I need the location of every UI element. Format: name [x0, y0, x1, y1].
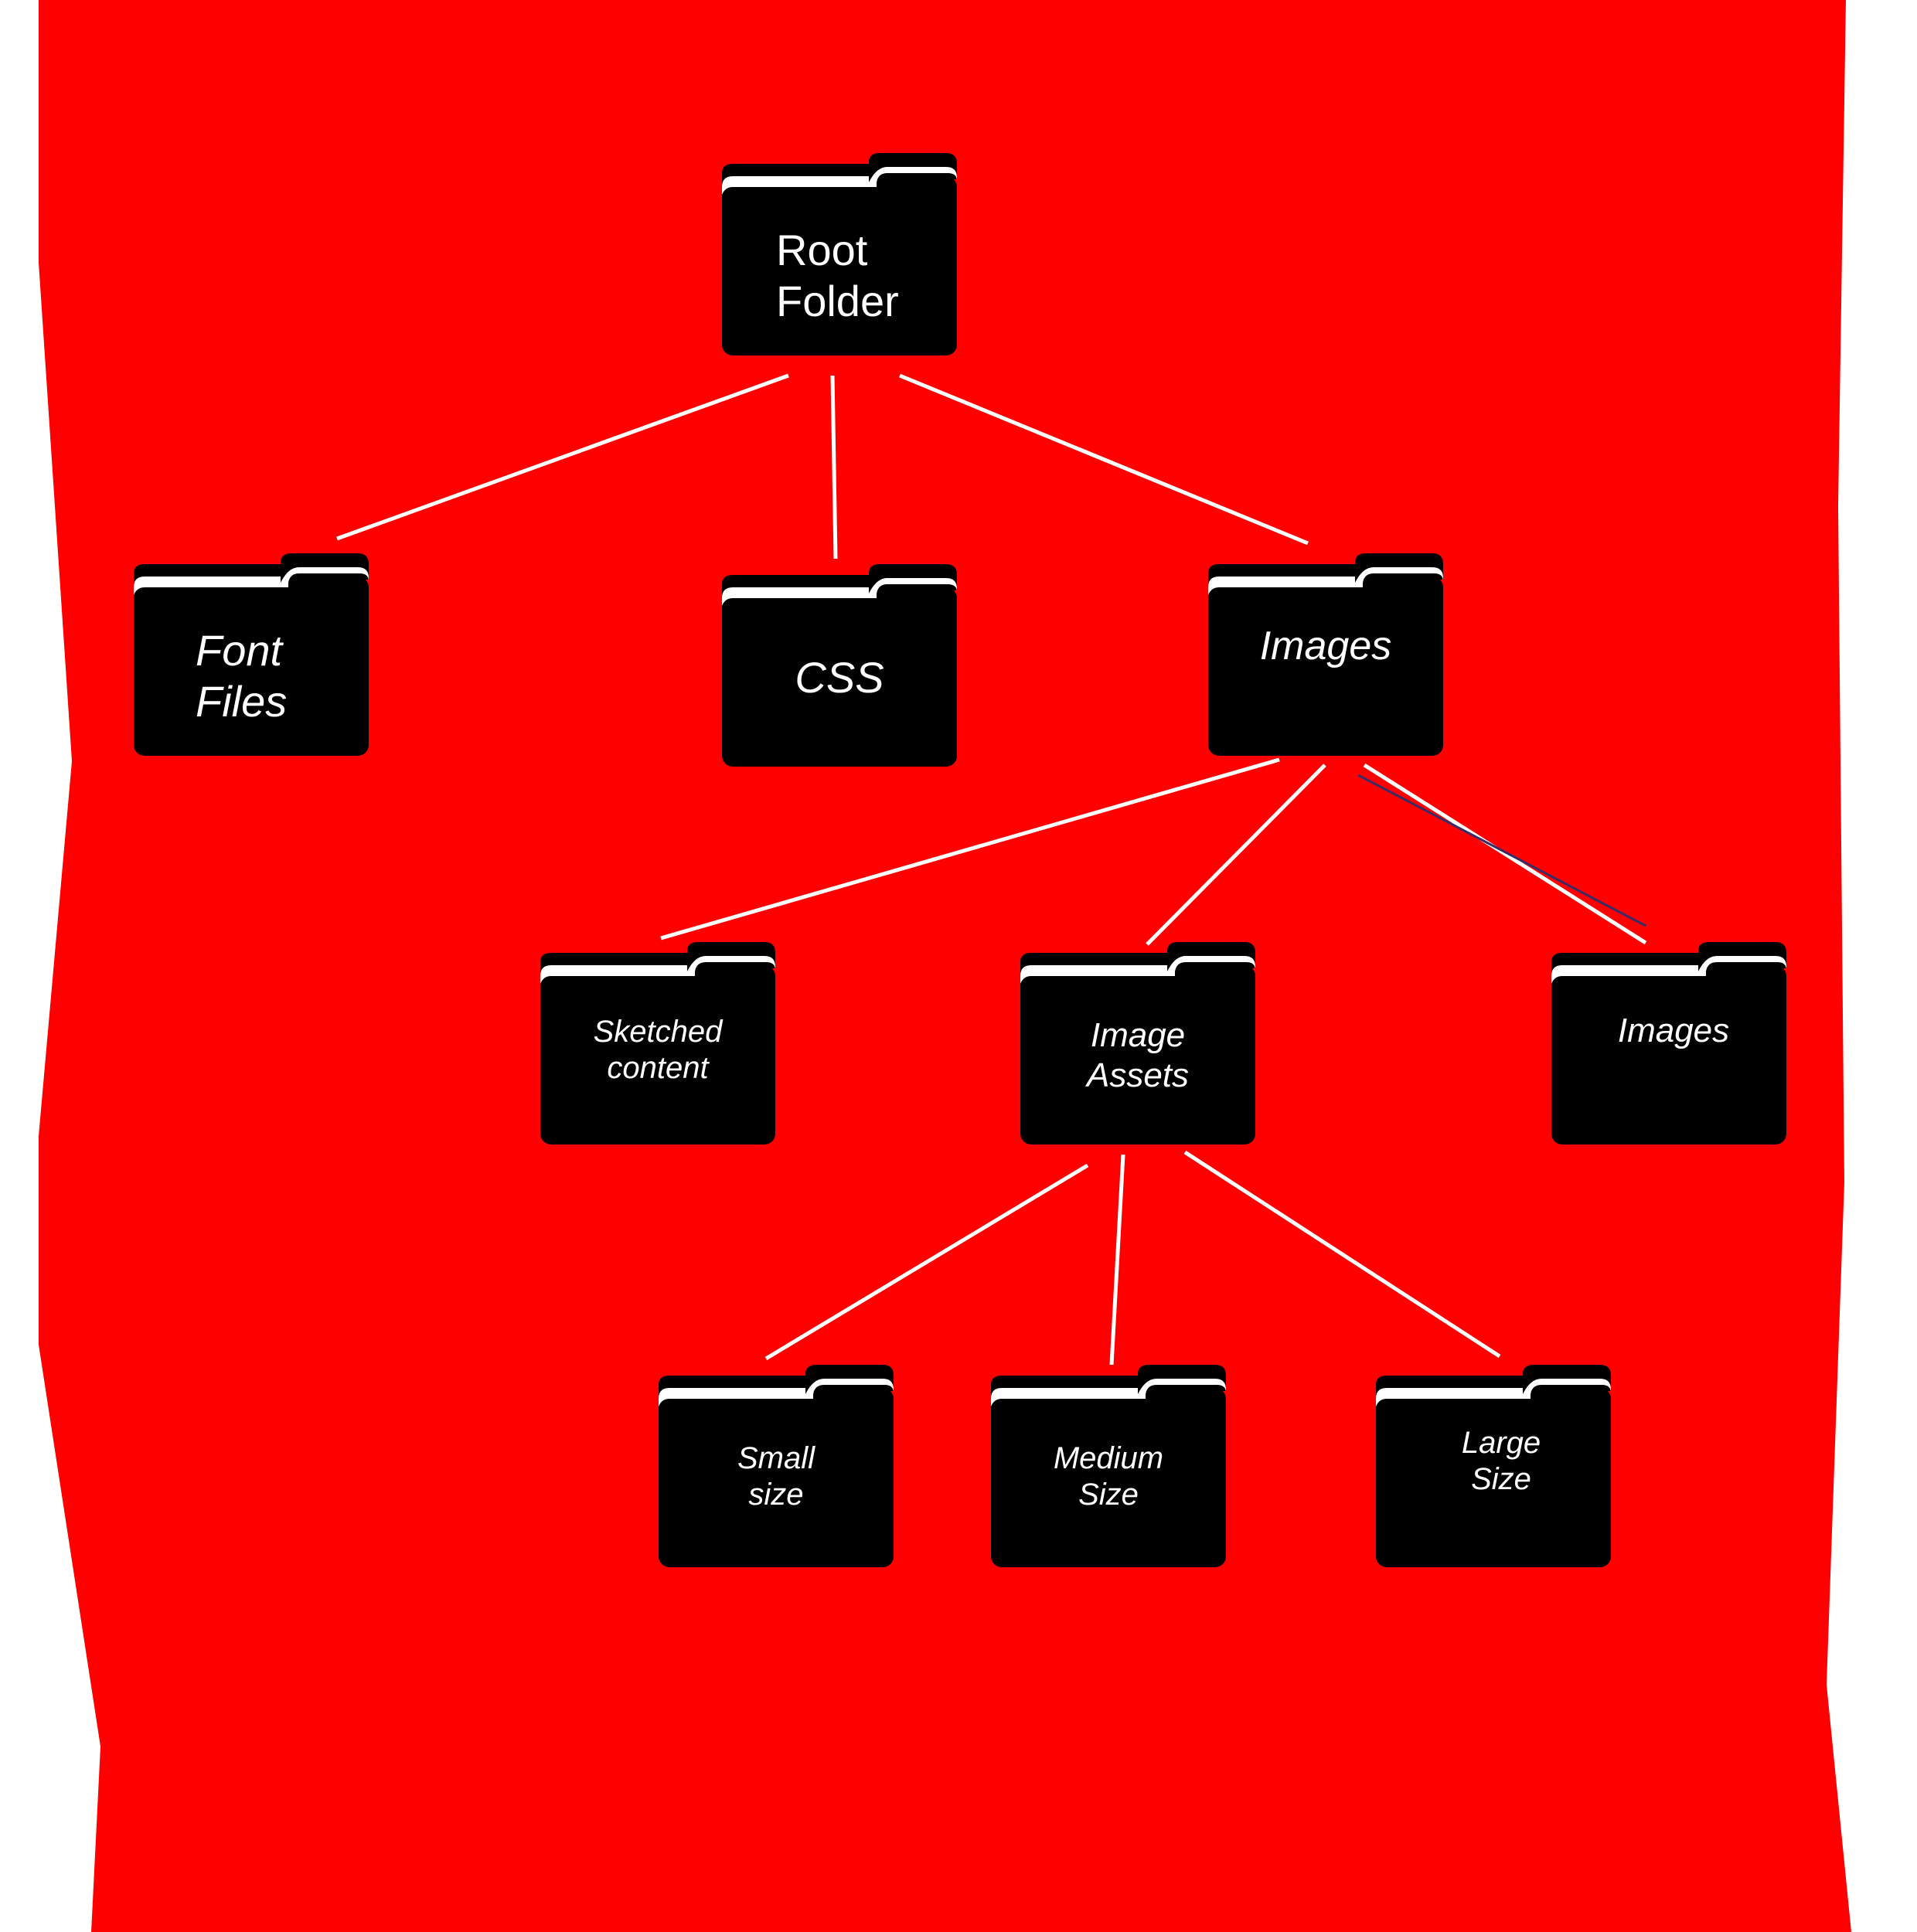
folder-label-line-1: Images: [1259, 624, 1392, 669]
connector-root-images: [899, 373, 1309, 546]
folder-images-sub[interactable]: Images: [1551, 942, 1786, 1145]
folder-label: Sketched content: [540, 981, 775, 1120]
connector-assets-large: [1183, 1150, 1501, 1359]
connector-assets-small: [764, 1163, 1089, 1361]
folder-label-line-1: Image: [1090, 1016, 1186, 1055]
folder-label-line-2: Files: [196, 677, 288, 726]
folder-icon: [1208, 553, 1443, 756]
connector-shadow-line: [1357, 774, 1646, 927]
folder-label-line-2: Size: [1078, 1478, 1139, 1512]
folder-label: Images: [1551, 973, 1786, 1089]
folder-label-line-2: content: [607, 1051, 709, 1085]
folder-label-line-2: Size: [1471, 1462, 1531, 1496]
folder-label: Medium Size: [991, 1411, 1226, 1543]
folder-medium-size[interactable]: Medium Size: [991, 1365, 1226, 1567]
folder-label-line-1: Large: [1461, 1425, 1541, 1460]
folder-label: Large Size: [1376, 1396, 1611, 1527]
folder-label-line-1: Sketched: [593, 1014, 723, 1049]
connector-lines: [336, 373, 1647, 1366]
folder-label-line-2: Assets: [1086, 1056, 1190, 1094]
folder-label-line-1: Root: [776, 225, 868, 274]
folder-css[interactable]: CSS: [722, 564, 957, 767]
folder-icon: [991, 1365, 1226, 1567]
connector-images-images: [1363, 763, 1647, 945]
folder-root[interactable]: Root Folder: [722, 153, 957, 355]
folder-label-line-1: Font: [196, 625, 283, 675]
folder-label: CSS: [722, 598, 957, 757]
folder-label-line-1: CSS: [795, 652, 884, 702]
folder-label: Images: [1208, 581, 1443, 713]
folder-small-size[interactable]: Small size: [659, 1365, 894, 1567]
folder-label-line-1: Images: [1617, 1012, 1730, 1050]
folder-label-line-2: Folder: [776, 277, 899, 325]
folder-label-line-1: Medium: [1053, 1440, 1164, 1475]
folder-image-assets[interactable]: Image Assets: [1020, 942, 1255, 1145]
connector-images-sketched: [660, 757, 1280, 940]
folder-label: Image Assets: [1020, 984, 1255, 1128]
folder-icon: [540, 942, 775, 1145]
folder-icon: [722, 564, 957, 767]
folder-large-size[interactable]: Large Size: [1376, 1365, 1611, 1567]
folder-icon: [1376, 1365, 1611, 1567]
folder-icon: [722, 153, 957, 355]
connector-root-font-files: [336, 373, 789, 541]
folder-label-line-1: Small: [737, 1440, 815, 1475]
folder-icon: [1020, 942, 1255, 1145]
folder-icon: [659, 1365, 894, 1567]
folder-label: Font Files: [134, 597, 369, 756]
folder-icon: [134, 553, 369, 756]
folder-icon: [1551, 942, 1786, 1145]
folder-label-line-2: size: [748, 1478, 804, 1512]
connector-assets-medium: [1109, 1154, 1125, 1366]
folder-sketched-content[interactable]: Sketched content: [540, 942, 775, 1145]
connector-images-assets: [1146, 764, 1326, 946]
connector-root-css: [830, 375, 838, 560]
folder-label: Root Folder: [722, 196, 957, 355]
folder-label: Small size: [659, 1411, 894, 1543]
folder-font-files[interactable]: Font Files: [134, 553, 369, 756]
folder-images[interactable]: Images: [1208, 553, 1443, 756]
